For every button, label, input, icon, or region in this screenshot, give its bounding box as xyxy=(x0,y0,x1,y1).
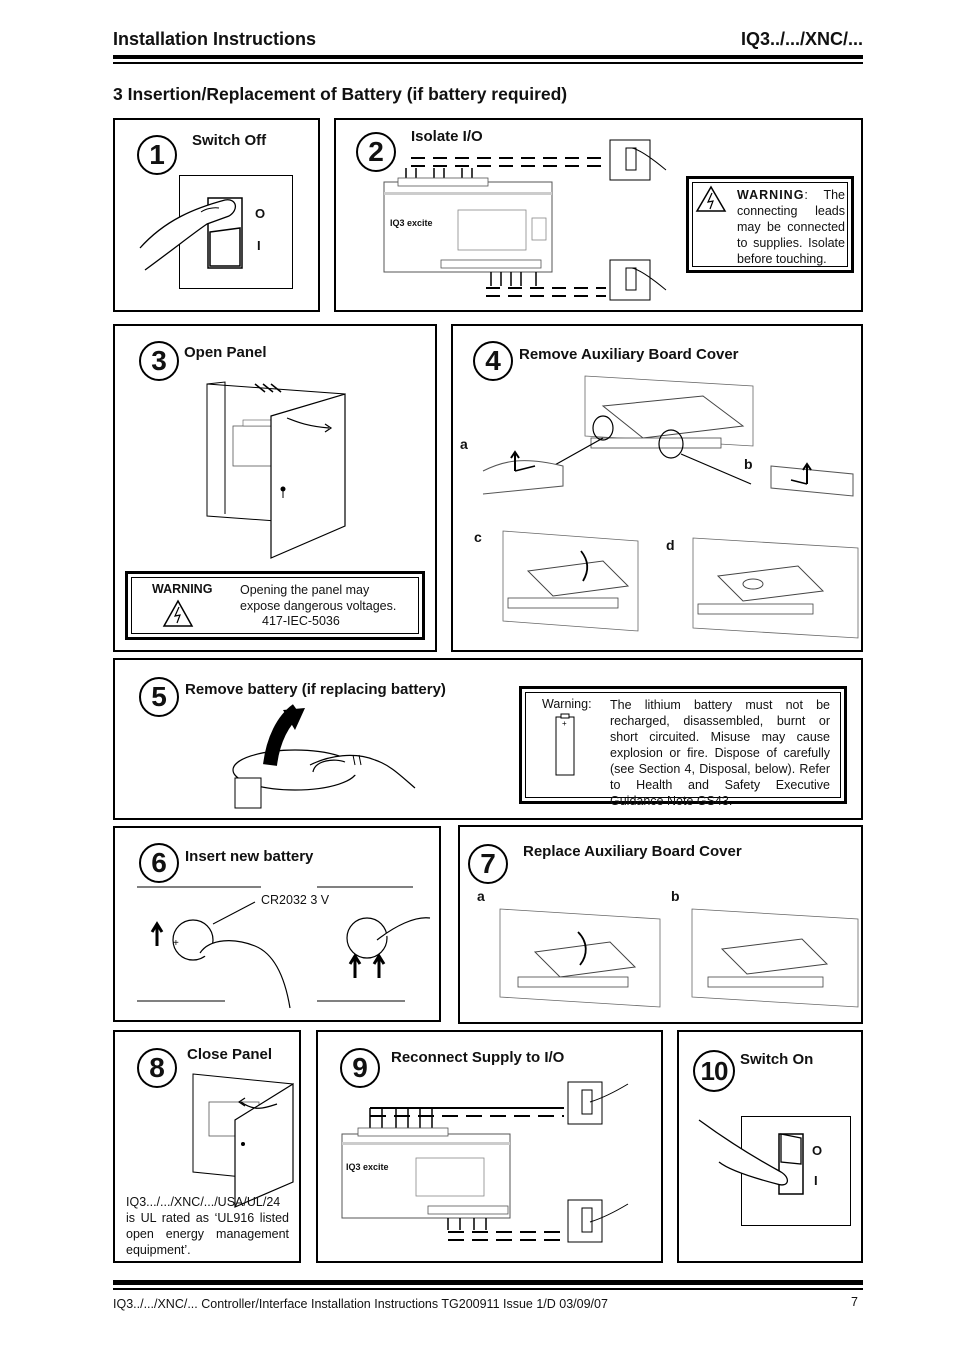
switch-o-label: O xyxy=(812,1143,823,1158)
hazard-icon xyxy=(162,599,194,627)
step-10-title: Switch On xyxy=(740,1051,814,1068)
header-product-code: IQ3../.../XNC/... xyxy=(740,29,863,49)
step-3-number: 3 xyxy=(139,341,179,381)
device-brand-label: IQ3 excite xyxy=(346,1162,389,1172)
step-4-number: 4 xyxy=(473,341,513,381)
step-4-sub-b: b xyxy=(744,456,753,472)
step-2-number: 2 xyxy=(356,132,396,172)
step-3-panel: 3 Open Panel WARNING Opening the panel m… xyxy=(113,324,437,652)
battery-cell-icon: + xyxy=(555,713,575,776)
step-10-panel: 10 Switch On O I xyxy=(677,1030,863,1263)
step-6-panel: 6 Insert new battery CR2032 3 V + xyxy=(113,826,441,1022)
footer-rule-thick xyxy=(113,1280,863,1285)
insert-battery-illustration: + xyxy=(137,886,431,1009)
step-2-warning-text: : The connecting leads may be connected … xyxy=(737,188,845,266)
step-5-panel: 5 Remove battery (if replacing battery) … xyxy=(113,658,863,820)
remove-battery-illustration xyxy=(232,704,416,809)
svg-text:+: + xyxy=(173,938,179,949)
step-9-title: Reconnect Supply to I/O xyxy=(391,1049,565,1066)
device-brand-label: IQ3 excite xyxy=(390,218,433,228)
step-3-warning-ref: 417-IEC-5036 xyxy=(262,614,340,628)
step-8-title: Close Panel xyxy=(187,1046,273,1063)
step-4-panel: 4 Remove Auxiliary Board Cover a b c d xyxy=(451,324,863,652)
page-number: 7 xyxy=(851,1295,858,1309)
header-rule-thin xyxy=(113,62,863,64)
step-3-title: Open Panel xyxy=(184,344,267,361)
svg-text:+: + xyxy=(562,719,567,728)
step-8-number: 8 xyxy=(137,1048,177,1088)
switch-off-illustration xyxy=(139,197,243,271)
battery-type-label: CR2032 3 V xyxy=(261,893,330,907)
step-7-title: Replace Auxiliary Board Cover xyxy=(523,843,742,860)
switch-i-label: I xyxy=(814,1173,818,1188)
step-2-panel: 2 Isolate I/O IQ3 excite xyxy=(334,118,863,312)
header-rule-thick xyxy=(113,55,863,59)
footer-text: IQ3../.../XNC/... Controller/Interface I… xyxy=(113,1297,608,1311)
step-1-panel: 1 Switch Off O I xyxy=(113,118,320,312)
step-2-warning-label: WARNING xyxy=(737,188,805,202)
open-panel-illustration xyxy=(206,381,346,559)
step-8-ul-note: IQ3.../.../XNC/.../USA/UL/24 is UL rated… xyxy=(126,1195,289,1257)
remove-cover-illustration xyxy=(482,375,859,639)
section-title: 3 Insertion/Replacement of Battery (if b… xyxy=(113,84,568,104)
step-9-number: 9 xyxy=(340,1048,380,1088)
replace-cover-illustration xyxy=(499,908,859,1008)
step-5-warning-text: The lithium battery must not be recharge… xyxy=(610,698,830,808)
switch-i-label: I xyxy=(257,238,261,253)
hazard-icon xyxy=(695,185,727,212)
step-6-number: 6 xyxy=(139,843,179,883)
switch-on-illustration xyxy=(698,1119,804,1195)
step-7-sub-b: b xyxy=(671,888,680,904)
step-5-warning-box: Warning: The lithium battery must not be… xyxy=(519,686,847,808)
step-2-warning-box: WARNING: The connecting leads may be con… xyxy=(686,176,854,273)
reconnect-io-illustration xyxy=(341,1081,629,1243)
step-1-title: Switch Off xyxy=(192,132,267,149)
step-10-number: 10 xyxy=(693,1050,735,1092)
step-7-panel: 7 Replace Auxiliary Board Cover a b xyxy=(458,825,863,1024)
step-9-panel: 9 Reconnect Supply to I/O IQ3 excite xyxy=(316,1030,663,1263)
step-5-number: 5 xyxy=(139,677,179,717)
header-title: Installation Instructions xyxy=(113,29,317,49)
step-2-title: Isolate I/O xyxy=(411,128,483,145)
step-7-number: 7 xyxy=(468,844,508,884)
step-5-title: Remove battery (if replacing battery) xyxy=(185,681,446,698)
step-5-warning-label: Warning: xyxy=(542,697,592,711)
step-3-warning-box: WARNING Opening the panel may expose dan… xyxy=(125,571,425,640)
isolate-io-illustration xyxy=(383,139,667,301)
step-3-warning-label: WARNING xyxy=(152,582,213,596)
switch-o-label: O xyxy=(255,206,266,221)
step-7-sub-a: a xyxy=(477,888,485,904)
step-3-warning-text: Opening the panel may expose dangerous v… xyxy=(240,583,397,613)
step-4-title: Remove Auxiliary Board Cover xyxy=(519,346,739,363)
step-4-sub-d: d xyxy=(666,537,675,553)
step-4-sub-c: c xyxy=(474,529,482,545)
close-panel-illustration xyxy=(192,1073,294,1208)
step-6-title: Insert new battery xyxy=(185,848,314,865)
step-8-panel: 8 Close Panel IQ3.../.../XNC/.../USA/UL/… xyxy=(113,1030,301,1263)
footer-rule-thin xyxy=(113,1288,863,1290)
step-4-sub-a: a xyxy=(460,436,468,452)
step-1-number: 1 xyxy=(137,135,177,175)
